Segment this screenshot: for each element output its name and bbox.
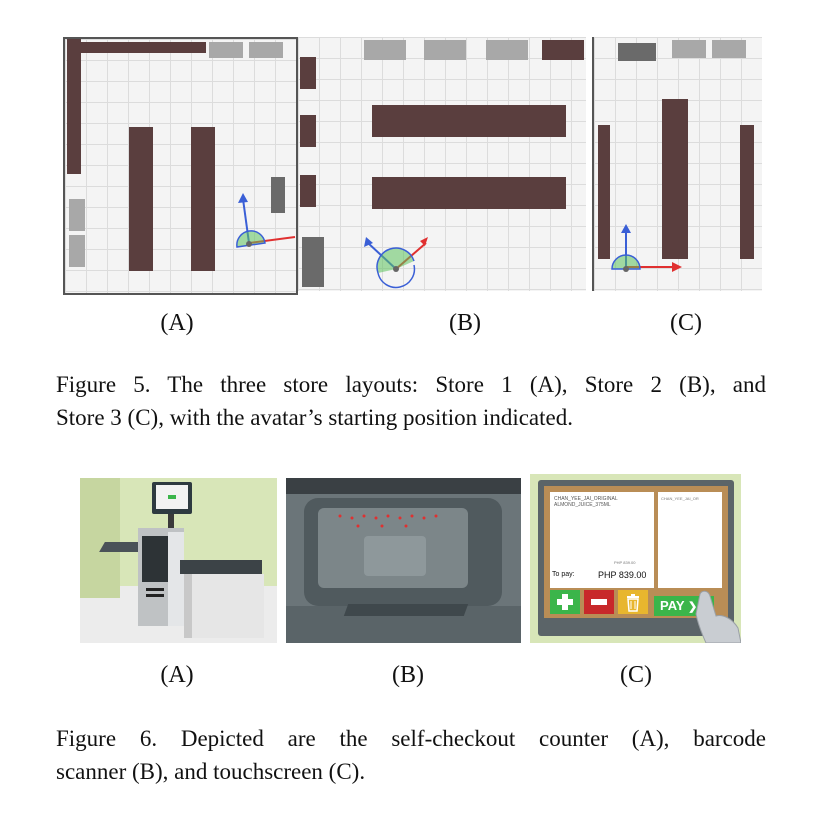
store3-layout (592, 37, 762, 291)
figure5-label-c: (C) (670, 310, 702, 336)
figure5-label-b: (B) (449, 310, 481, 336)
touchscreen-render: CHAN_YEE_JAI_ORIGINAL ALMOND_JUICE_375ML… (530, 474, 741, 643)
bagging-counter-body (184, 574, 264, 638)
shelf (740, 125, 754, 259)
shelf (300, 57, 316, 89)
cart-panel (658, 492, 722, 588)
plus-icon (557, 594, 573, 610)
checkout-counter (69, 235, 85, 267)
figure6-label-c: (C) (620, 662, 652, 688)
hand-pointer (695, 590, 741, 643)
checkout-counter (672, 40, 706, 58)
checkout-counter (486, 40, 528, 60)
self-checkout-machine (302, 237, 324, 287)
kiosk-slot (146, 594, 164, 597)
caption-line: Figure 5. The three store layouts: Store… (56, 372, 766, 397)
monitor-stand (168, 514, 174, 528)
scanner-top-edge (286, 478, 521, 494)
caption-line: Store 3 (C), with the avatar’s starting … (56, 405, 573, 430)
receipt-item-price: PHP 839.00 (614, 560, 636, 565)
remove-quantity-button[interactable] (584, 590, 614, 614)
store2-layout (298, 37, 586, 291)
trash-icon (627, 594, 639, 612)
shelf (300, 175, 316, 207)
checkout-counter (424, 40, 466, 60)
monitor-button (168, 495, 176, 499)
scanner-laser-dots (338, 514, 438, 528)
shelf (67, 39, 81, 174)
avatar-start-marker (611, 224, 682, 272)
minus-icon (591, 599, 607, 605)
add-quantity-button[interactable] (550, 590, 580, 614)
wall-shade (80, 478, 120, 598)
barcode-scanner-render (286, 478, 521, 643)
kiosk-slot (146, 588, 164, 591)
shelf (372, 105, 566, 137)
figure6-label-a: (A) (160, 662, 194, 688)
bagging-counter-top (180, 560, 262, 574)
shelf (662, 99, 688, 259)
caption-line: scanner (B), and touchscreen (C). (56, 759, 366, 784)
kiosk-panel (142, 536, 168, 582)
kiosk-front (168, 532, 184, 626)
shelf (542, 40, 584, 60)
to-pay-value: PHP 839.00 (598, 570, 647, 580)
avatar-start-marker (236, 193, 296, 248)
store1-layout (63, 37, 298, 295)
to-pay-label: To pay: (552, 571, 575, 578)
shelf (191, 127, 215, 271)
figure6-caption: Figure 6. Depicted are the self-checkout… (56, 722, 766, 788)
shelf (372, 177, 566, 209)
checkout-counter (249, 42, 283, 58)
checkout-counter (69, 199, 85, 231)
checkout-counter (364, 40, 406, 60)
scanner-plate (343, 604, 469, 616)
shelf (81, 42, 206, 53)
chevron-right-icon: ❯ (687, 601, 698, 613)
shelf (598, 125, 610, 259)
receipt-panel (550, 492, 654, 588)
avatar-start-marker (364, 237, 428, 289)
checkout-counter (209, 42, 243, 58)
shelf (300, 115, 316, 147)
receipt-item-text: CHAN_YEE_JAI_ORIGINAL ALMOND_JUICE_375ML (554, 496, 618, 508)
caption-line: Figure 6. Depicted are the self-checkout… (56, 726, 766, 751)
shelf (129, 127, 153, 271)
self-checkout-counter-render (80, 478, 277, 643)
cart-item-text: CHAN_YEE_JAI_OR (661, 496, 699, 501)
self-checkout-machine (618, 43, 656, 61)
figure5-caption: Figure 5. The three store layouts: Store… (56, 368, 766, 434)
scanner-glass (364, 536, 426, 576)
self-checkout-machine (271, 177, 285, 213)
pay-button-label: PAY (660, 598, 685, 613)
figure6-label-b: (B) (392, 662, 424, 688)
delete-item-button[interactable] (618, 590, 648, 614)
figure5-label-a: (A) (160, 310, 194, 336)
checkout-counter (712, 40, 746, 58)
